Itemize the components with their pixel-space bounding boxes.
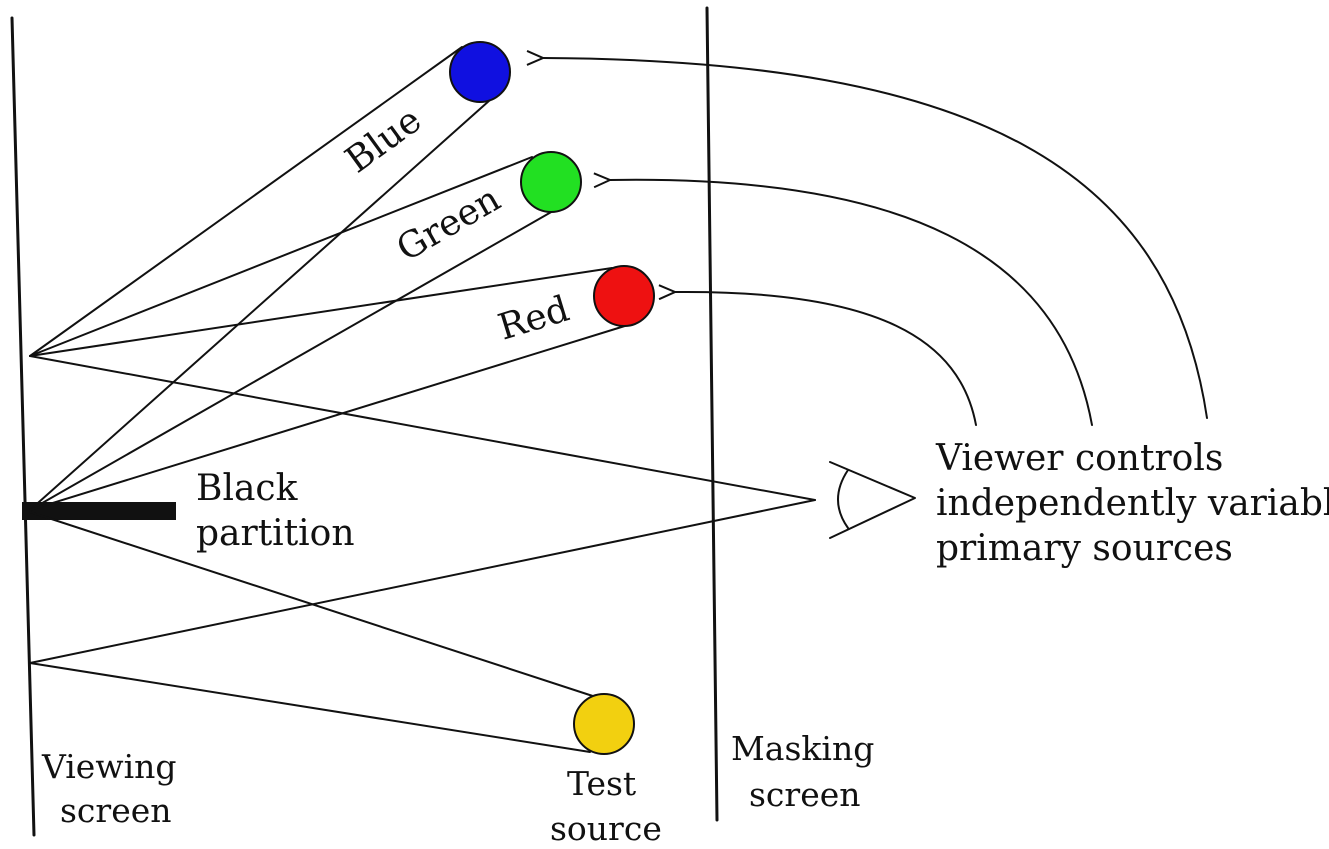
- masking-screen-label-line1: Masking: [731, 729, 874, 768]
- eye-icon: [829, 461, 916, 539]
- masking-screen-line: [705, 6, 719, 822]
- masking-screen-label-line2: screen: [749, 775, 861, 814]
- sight-line-upper: [29, 355, 816, 501]
- control-arrow-green: [610, 180, 1093, 426]
- test-beam-upper: [29, 511, 606, 701]
- blue-beam-lower: [29, 99, 491, 511]
- blue-label: Blue: [338, 100, 429, 182]
- test-beam-lower: [29, 662, 591, 753]
- red-beam-upper: [29, 267, 613, 357]
- viewing-screen-label-line2: screen: [60, 791, 172, 830]
- control-arrow-red: [675, 292, 977, 426]
- blue-beam-upper: [29, 46, 463, 357]
- green-beam-lower: [29, 206, 561, 511]
- test-source: [573, 693, 635, 755]
- green-beam-upper: [29, 156, 533, 357]
- test-source-label-line1: Test: [567, 764, 636, 803]
- viewing-screen-line: [10, 16, 36, 837]
- test-source-label-line2: source: [550, 809, 662, 848]
- blue-source: [449, 41, 511, 103]
- viewer-label-line1: Viewer controls: [935, 438, 1223, 479]
- viewing-screen-label-line1: Viewing: [41, 747, 177, 786]
- green-label: Green: [390, 178, 507, 269]
- green-source: [520, 151, 582, 213]
- viewer-label-line2: independently variable: [936, 483, 1329, 524]
- red-label: Red: [494, 289, 574, 349]
- sight-line-lower: [29, 499, 816, 664]
- black-partition-label-line1: Black: [196, 468, 299, 509]
- black-partition: [22, 502, 176, 520]
- red-beam-lower: [29, 324, 629, 511]
- red-source: [593, 265, 655, 327]
- black-partition-label-line2: partition: [196, 513, 355, 554]
- control-arrow-blue: [543, 58, 1208, 419]
- viewer-label-line3: primary sources: [936, 528, 1233, 569]
